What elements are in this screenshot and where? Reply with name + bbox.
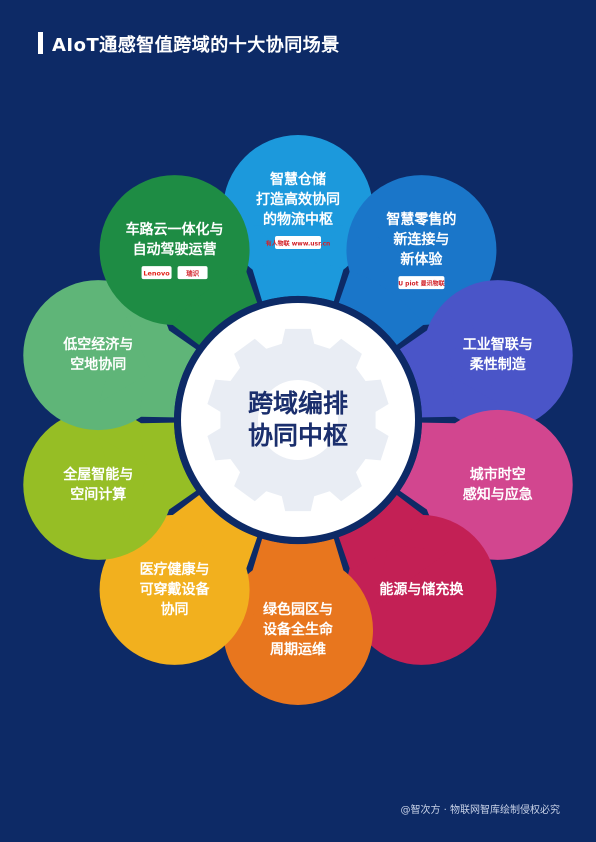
partner-logo: 瑞识 — [177, 266, 208, 280]
ring-segment-8 — [140, 422, 197, 511]
scene-label-line: 新体验 — [400, 251, 443, 268]
logo-text: Lenovo — [143, 270, 170, 278]
gear-hole — [258, 380, 338, 460]
hub-layer: 跨域编排 协同中枢 — [181, 303, 415, 537]
petal-bubble — [223, 135, 373, 285]
logo-text: 瑞识 — [186, 269, 200, 278]
scene-label-line: 车路云一体化与 — [126, 221, 224, 238]
petal-bubble — [223, 555, 373, 705]
ring-segment-2 — [338, 270, 424, 346]
ring-segment-4 — [399, 422, 456, 511]
scene-label-line: 全屋智能与 — [62, 466, 133, 483]
center-label-line-2: 协同中枢 — [248, 421, 348, 450]
ring-segment-3 — [399, 329, 456, 418]
scene-label-line: 柔性制造 — [469, 356, 526, 373]
scene-label-line: 可穿戴设备 — [140, 581, 211, 598]
scene-label-line: 城市时空 — [470, 466, 526, 483]
title-accent-bar — [38, 32, 43, 54]
petal-tail — [147, 544, 220, 605]
scene-label-line: 低空经济与 — [62, 336, 133, 353]
scene-label-line: 打造高效协同 — [256, 191, 340, 208]
petal-bubble — [23, 409, 174, 560]
scene-label-line: 智慧零售的 — [385, 211, 456, 228]
ring-segment-1 — [252, 262, 344, 302]
logo-text: U piot 曼讯物联 — [398, 280, 444, 288]
scene-label-line: 智慧仓储 — [269, 171, 326, 188]
scene-label-line: 的物流中枢 — [263, 211, 333, 228]
ring-segment-10 — [172, 270, 258, 346]
ring-segment-9 — [140, 329, 197, 418]
petal-tail — [98, 437, 152, 524]
petal-tail — [444, 437, 498, 524]
petal-tail — [147, 235, 220, 296]
scene-label-line: 设备全生命 — [263, 621, 334, 638]
partner-logo: 有人物联 www.usr.cn — [266, 236, 331, 249]
logo-badge — [177, 266, 208, 280]
scene-label-line: 自动驾驶运营 — [133, 241, 217, 258]
scene-label-line: 周期运维 — [270, 641, 326, 658]
partner-logo: U piot 曼讯物联 — [398, 276, 445, 290]
logo-badge — [398, 276, 445, 290]
petal-tail — [444, 316, 498, 403]
logo-badge — [275, 236, 321, 249]
logo-text: 有人物联 www.usr.cn — [266, 240, 331, 248]
petal-tail — [253, 574, 343, 615]
scene-label-line: 协同 — [161, 601, 189, 618]
ring-segment-6 — [252, 538, 344, 578]
scene-label-line: 医疗健康与 — [140, 561, 210, 578]
petal-bubble — [422, 409, 573, 560]
scene-label-line: 空地协同 — [70, 356, 126, 373]
ring-segment-7 — [172, 494, 258, 570]
petal-bubble — [422, 280, 573, 431]
logo-badge — [141, 266, 172, 280]
scene-label-line: 工业智联与 — [463, 336, 533, 353]
petal-bubble — [23, 280, 174, 431]
partner-logo: Lenovo — [141, 266, 172, 280]
petal-tail — [98, 316, 152, 403]
ring-segment-5 — [338, 494, 424, 570]
center-label-line-1: 跨域编排 — [248, 389, 348, 418]
scene-label-line: 新连接与 — [393, 231, 449, 248]
scene-label-line: 空间计算 — [70, 486, 126, 503]
page-title: AIoT通感智值跨域的十大协同场景 — [52, 35, 340, 56]
petal-tail — [376, 544, 449, 605]
scene-label-line: 绿色园区与 — [263, 601, 333, 618]
scene-label-line: 能源与储充换 — [379, 581, 464, 598]
scene-label-line: 感知与应急 — [463, 486, 533, 503]
footer-copyright: @智次方 · 物联网智库绘制侵权必究 — [400, 805, 560, 816]
